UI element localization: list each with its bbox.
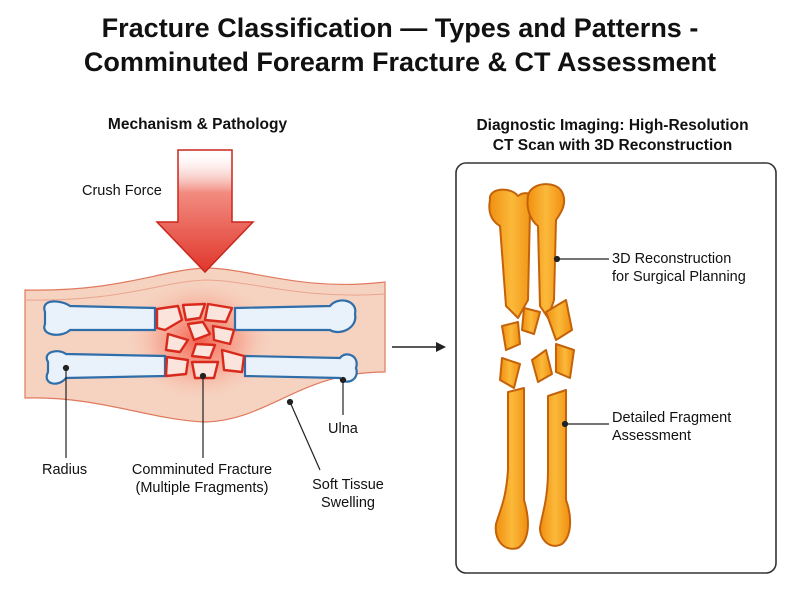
left-leader-lines — [62, 364, 347, 471]
left-panel-heading: Mechanism & Pathology — [107, 116, 288, 133]
soft-tissue-swelling-label: Soft Tissue Swelling — [298, 476, 398, 512]
right-heading-line2: CT Scan with 3D Reconstruction — [492, 137, 733, 154]
ct-reconstruction — [488, 183, 575, 550]
fragment-assessment-label: Detailed Fragment Assessment — [612, 409, 731, 445]
inflammation-glow — [125, 278, 275, 402]
crush-force-arrow — [155, 149, 255, 274]
swelling-label-line2: Swelling — [321, 495, 375, 511]
recon-label-line1: 3D Reconstruction — [612, 251, 732, 267]
recon-label-line2: for Surgical Planning — [612, 269, 746, 285]
page-title-line2: Comminuted Forearm Fracture & CT Assessm… — [83, 47, 717, 77]
ct-leader-lines — [553, 255, 609, 428]
ct-panel-frame — [455, 162, 777, 574]
frag-label-line2: Assessment — [612, 428, 691, 444]
bone-fragments — [155, 302, 246, 380]
page-title-line1: Fracture Classification — Types and Patt… — [101, 13, 699, 43]
right-heading-line1: Diagnostic Imaging: High-Resolution — [476, 117, 749, 134]
transition-arrow — [392, 342, 446, 352]
comminuted-fracture-label: Comminuted Fracture (Multiple Fragments) — [112, 461, 292, 497]
radius-bone — [43, 299, 357, 336]
crush-force-label: Crush Force — [82, 183, 162, 199]
frag-label-line1: Detailed Fragment — [612, 410, 732, 426]
reconstruction-label: 3D Reconstruction for Surgical Planning — [612, 250, 746, 286]
ulna-bone — [45, 350, 358, 385]
fracture-label-line1: Comminuted Fracture — [131, 462, 273, 478]
fracture-label-line2: (Multiple Fragments) — [135, 480, 269, 496]
swelling-label-line1: Soft Tissue — [312, 477, 384, 493]
ulna-label: Ulna — [328, 421, 358, 437]
radius-label: Radius — [42, 462, 88, 478]
right-panel-heading: Diagnostic Imaging: High-Resolution CT S… — [440, 116, 785, 156]
